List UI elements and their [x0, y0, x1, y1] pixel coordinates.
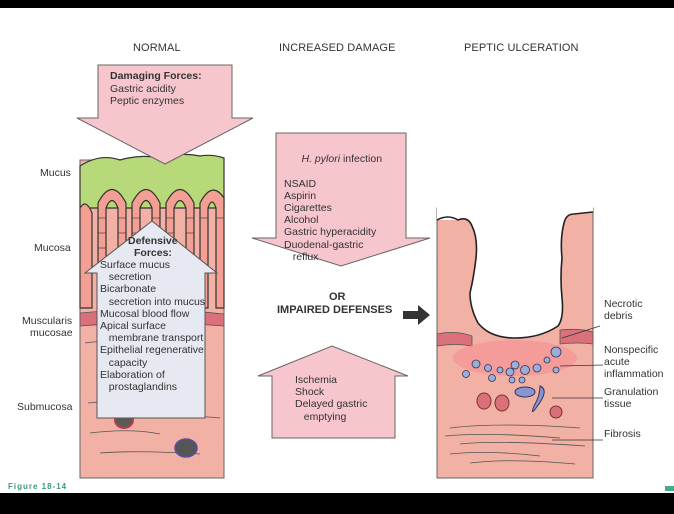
granulation-vessel	[494, 394, 510, 412]
impaired-defenses-label: IMPAIRED DEFENSES	[277, 304, 393, 316]
header-increased-damage: INCREASED DAMAGE	[279, 42, 396, 54]
peptic-ulcer-block	[436, 201, 604, 479]
label-submucosa: Submucosa	[17, 401, 73, 413]
defensive-force-item: Surface mucus	[100, 259, 171, 271]
damage-factor-item: Alcohol	[284, 214, 319, 227]
damage-factor-item: Cigarettes	[284, 202, 332, 215]
defensive-force-item: capacity	[100, 356, 148, 369]
label-necrotic-line2: debris	[604, 310, 633, 322]
inflammation-zone	[453, 340, 577, 376]
defensive-force-item: Mucosal blood flow	[100, 307, 190, 320]
diagram-graphics	[76, 64, 604, 479]
increased-damage-arrow	[251, 132, 431, 267]
damage-factor-item: reflux	[284, 250, 319, 263]
label-necrotic-line1: Necrotic	[604, 298, 643, 310]
muscularis-left	[436, 332, 473, 347]
header-peptic-ulceration: PEPTIC ULCERATION	[464, 42, 579, 54]
damage-factor-item: Duodenal-gastric	[284, 238, 364, 251]
or-label: OR	[329, 291, 346, 303]
impaired-defenses-arrow	[257, 345, 409, 439]
header-normal: NORMAL	[133, 42, 181, 54]
increased-damage-list: H. pylori infection NSAID Aspirin Cigare…	[284, 141, 382, 263]
granulation-vessel	[476, 392, 492, 410]
label-fibrosis: Fibrosis	[604, 428, 641, 440]
diagram-canvas: NORMAL INCREASED DAMAGE PEPTIC ULCERATIO…	[0, 8, 674, 493]
damaging-force-item: Peptic enzymes	[110, 95, 185, 107]
granulation-vessel	[514, 386, 536, 398]
defensive-force-item: Epithelial regenerative	[100, 344, 204, 357]
h-pylori-italic: H. pylori	[301, 153, 341, 166]
damaging-force-item: Gastric acidity	[110, 83, 176, 95]
granulation-vessel	[531, 385, 545, 412]
defensive-force-item: membrane transport	[100, 332, 204, 345]
defensive-forces-list: Surface mucus secretion Bicarbonate secr…	[100, 259, 205, 393]
ulcer-edge	[436, 211, 594, 339]
defense-factor-item: Ischemia	[295, 374, 338, 386]
label-mucosa: Mucosa	[34, 242, 71, 254]
defensive-force-item: Bicarbonate	[100, 283, 157, 296]
defensive-force-item: Apical surface	[100, 320, 166, 333]
leader-lines	[552, 325, 604, 441]
defense-factor-item: Shock	[295, 386, 325, 399]
label-muscularis-line1: Muscularis	[22, 315, 73, 327]
label-muscularis-line2: mucosae	[30, 327, 73, 339]
label-inflammation-line1: Nonspecific	[604, 344, 659, 356]
damage-factor-item: Aspirin	[284, 189, 317, 202]
right-arrow	[403, 305, 430, 325]
defensive-forces-arrow	[83, 220, 219, 419]
damage-factor-item: H. pylori infection	[301, 153, 383, 166]
page-marker	[665, 486, 674, 491]
fibrosis-lines	[444, 424, 586, 465]
damaging-forces-title: Damaging Forces:	[110, 70, 202, 82]
inflammatory-cells	[462, 346, 562, 384]
damage-factor-item: NSAID	[284, 177, 317, 190]
defensive-forces-title-line1: Defensive	[128, 235, 178, 247]
label-inflammation-line2: acute	[604, 356, 630, 368]
defensive-force-item: secretion	[100, 271, 152, 284]
defense-factor-item: emptying	[295, 410, 347, 423]
granulation-vessel	[549, 405, 563, 419]
figure-caption: Figure 18-14	[8, 482, 68, 491]
label-granulation-line1: Granulation	[604, 386, 659, 398]
vein	[174, 438, 198, 458]
muscularis-right	[559, 328, 594, 345]
impaired-defense-list: Ischemia Shock Delayed gastric emptying	[295, 374, 367, 423]
defensive-forces-title-line2: Forces:	[134, 247, 172, 259]
damage-factor-item: Gastric hyperacidity	[284, 226, 377, 239]
label-granulation-line2: tissue	[604, 398, 632, 410]
defensive-force-item: prostaglandins	[100, 381, 178, 394]
damaging-forces-arrow	[76, 64, 254, 165]
label-inflammation-line3: inflammation	[604, 368, 664, 380]
defensive-force-item: Elaboration of	[100, 368, 165, 381]
defensive-force-item: secretion into mucus	[100, 295, 206, 308]
defense-factor-item: Delayed gastric	[295, 398, 368, 411]
label-mucus: Mucus	[40, 167, 71, 179]
